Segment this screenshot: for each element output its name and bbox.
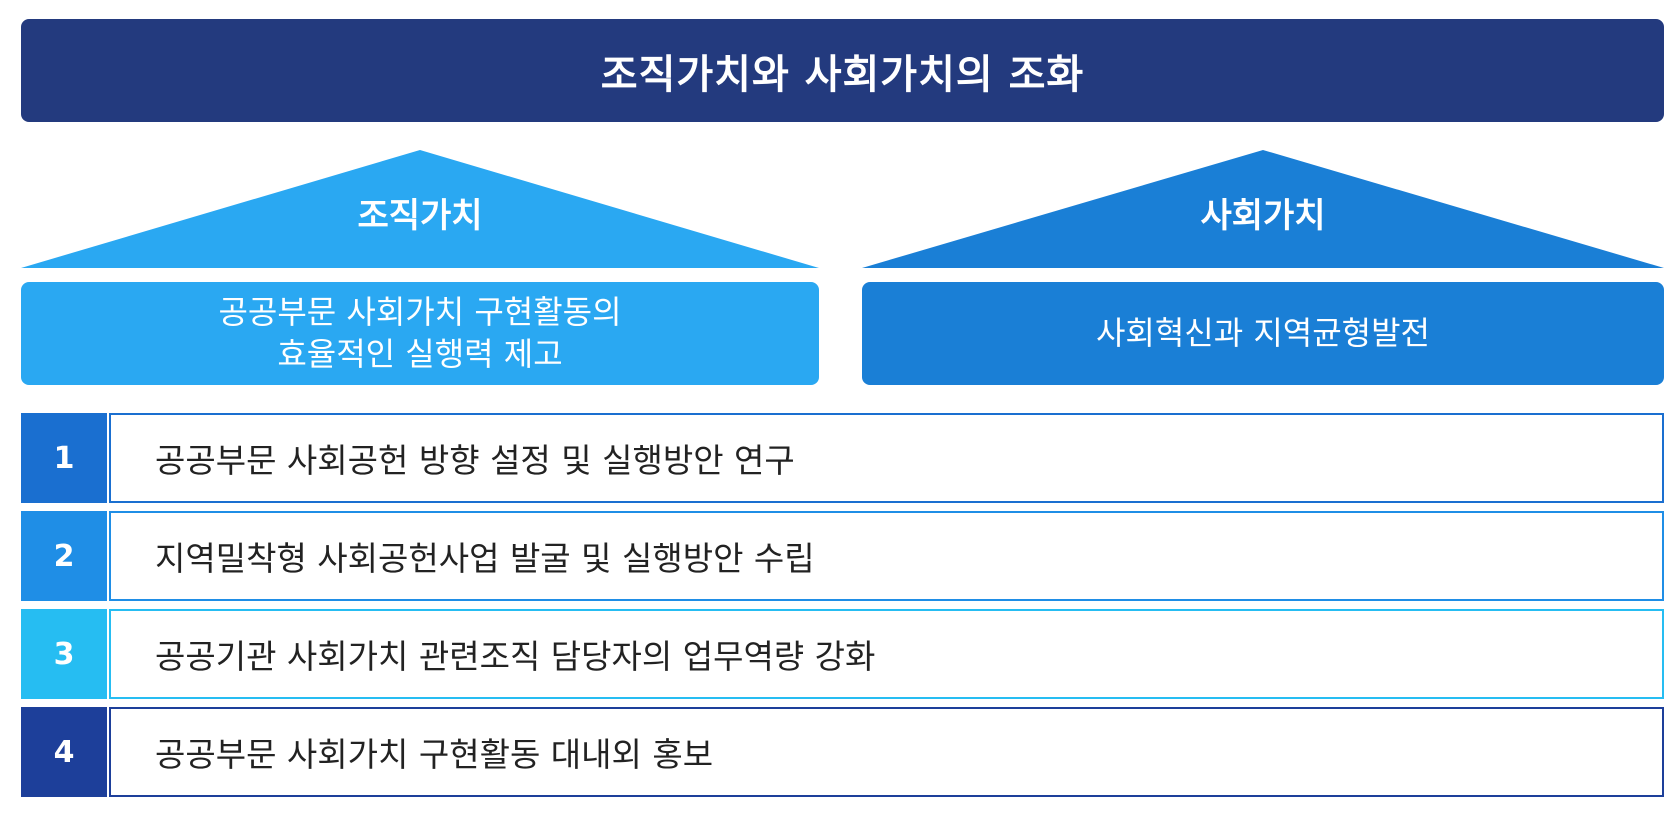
task-number: 2: [21, 511, 107, 601]
organizational-value-line-1: 공공부문 사회가치 구현활동의: [218, 292, 622, 331]
roof-label-organizational: 조직가치: [357, 196, 483, 236]
task-number: 1: [21, 413, 107, 503]
task-row: 3 공공기관 사회가치 관련조직 담당자의 업무역량 강화: [21, 609, 1664, 699]
social-value-box: 사회혁신과 지역균형발전: [862, 282, 1664, 385]
roof-triangle-left: [21, 150, 819, 268]
task-text: 공공부문 사회가치 구현활동 대내외 홍보: [109, 707, 1664, 797]
task-row: 4 공공부문 사회가치 구현활동 대내외 홍보: [21, 707, 1664, 797]
task-number: 4: [21, 707, 107, 797]
task-text: 공공기관 사회가치 관련조직 담당자의 업무역량 강화: [109, 609, 1664, 699]
task-text: 지역밀착형 사회공헌사업 발굴 및 실행방안 수립: [109, 511, 1664, 601]
roof-social-value: 사회가치: [862, 150, 1664, 268]
roof-label-social: 사회가치: [1200, 196, 1326, 236]
organizational-value-line-2: 효율적인 실행력 제고: [277, 334, 563, 373]
roof-organizational-value: 조직가치: [21, 150, 819, 268]
social-value-line-1: 사회혁신과 지역균형발전: [1095, 313, 1430, 352]
roof-triangle-right: [862, 150, 1664, 268]
title-banner: 조직가치와 사회가치의 조화: [21, 19, 1664, 122]
diagram-title: 조직가치와 사회가치의 조화: [600, 51, 1085, 98]
task-text: 공공부문 사회공헌 방향 설정 및 실행방안 연구: [109, 413, 1664, 503]
organizational-value-box: 공공부문 사회가치 구현활동의 효율적인 실행력 제고: [21, 282, 819, 385]
task-number: 3: [21, 609, 107, 699]
task-row: 2 지역밀착형 사회공헌사업 발굴 및 실행방안 수립: [21, 511, 1664, 601]
task-row: 1 공공부문 사회공헌 방향 설정 및 실행방안 연구: [21, 413, 1664, 503]
